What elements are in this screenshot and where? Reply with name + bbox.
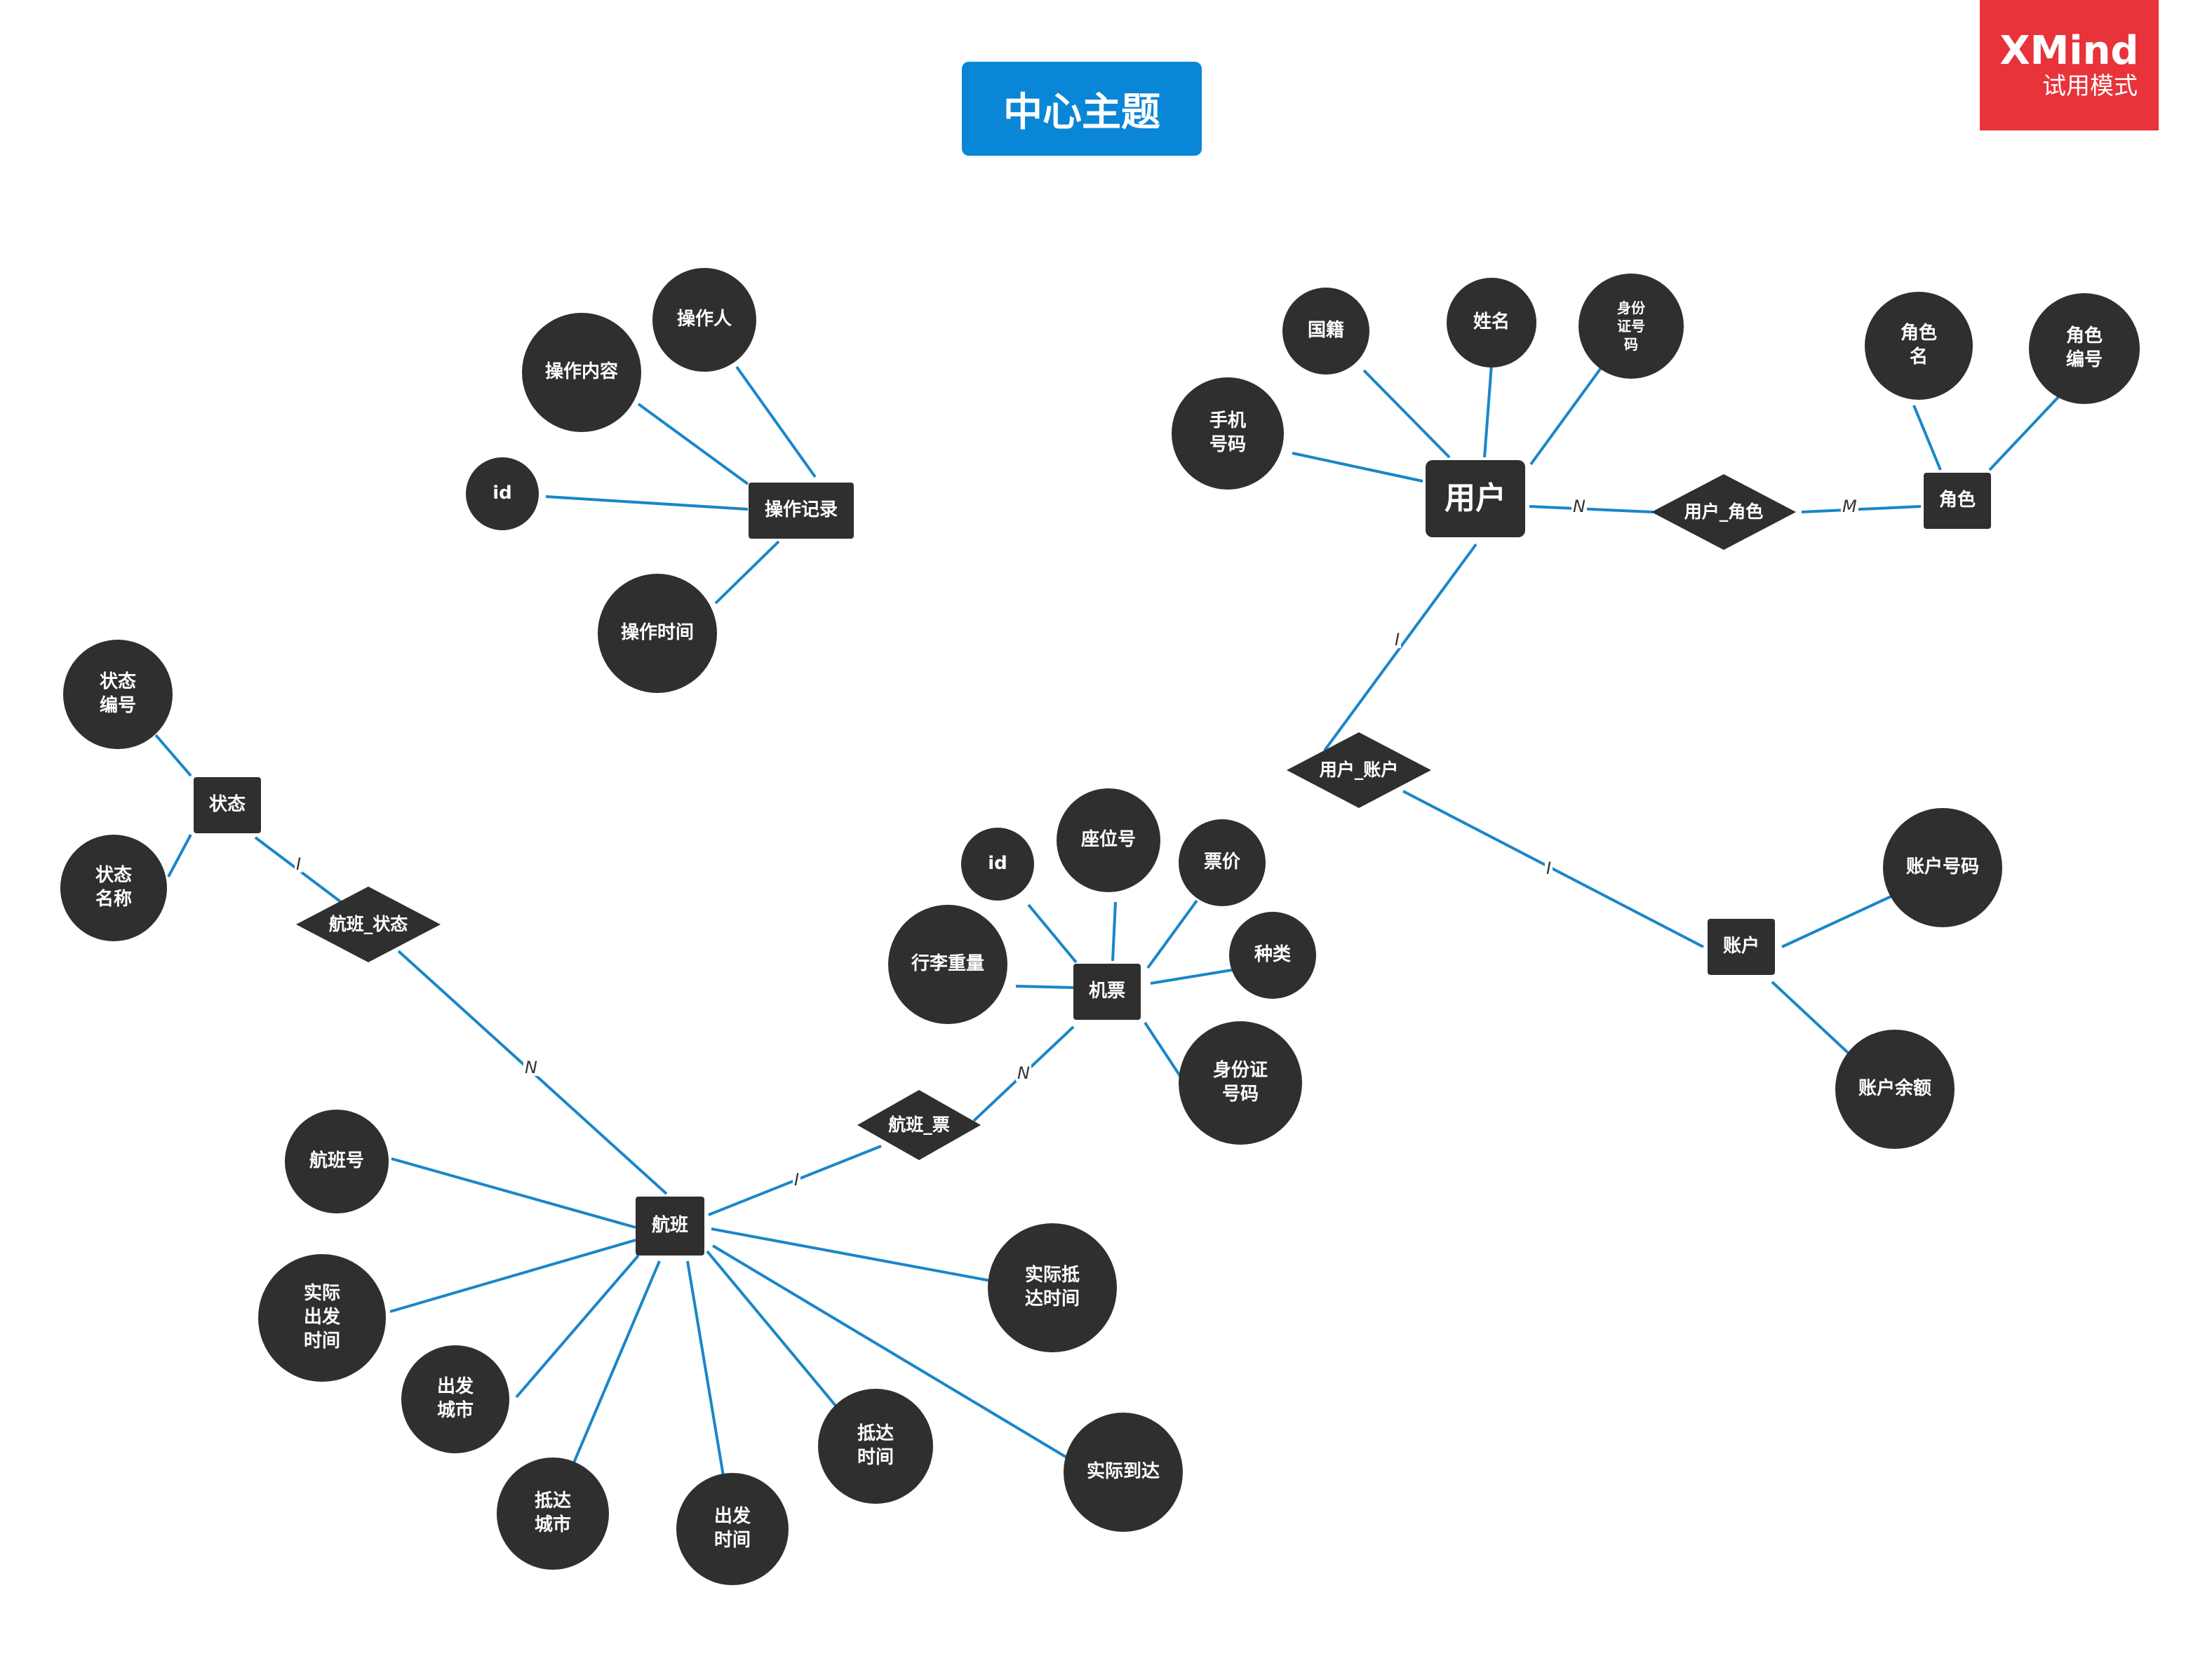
- connector-line: [515, 1254, 640, 1399]
- attribute-ticket-idcard[interactable]: 身份证 号码: [1179, 1021, 1302, 1145]
- attribute-user-nationality[interactable]: 国籍: [1282, 288, 1369, 375]
- attribute-flight-arrive-city[interactable]: 抵达 城市: [497, 1458, 609, 1570]
- watermark-brand: XMind: [1999, 27, 2139, 74]
- xmind-trial-watermark: XMind 试用模式: [1980, 0, 2159, 130]
- connector-line: [571, 1260, 661, 1467]
- connector-line: [1801, 505, 1922, 513]
- connector-line: [1027, 903, 1078, 964]
- watermark-mode: 试用模式: [2042, 72, 2138, 101]
- entity-operation-record[interactable]: 操作记录: [749, 483, 854, 539]
- connector-line: [1781, 894, 1895, 948]
- cardinality-label: M: [1841, 497, 1858, 516]
- connector-line: [1483, 364, 1493, 458]
- connector-line: [1150, 968, 1237, 985]
- relationship-flight-ticket[interactable]: 航班_票: [857, 1090, 981, 1160]
- attribute-ticket-price[interactable]: 票价: [1179, 819, 1266, 906]
- entity-ticket[interactable]: 机票: [1073, 964, 1141, 1020]
- attribute-flight-no[interactable]: 航班号: [285, 1110, 389, 1213]
- relationship-flight-status[interactable]: 航班_状态: [296, 887, 441, 962]
- central-topic[interactable]: 中心主题: [962, 62, 1202, 156]
- entity-user[interactable]: 用户: [1426, 460, 1525, 537]
- connector-line: [637, 403, 749, 485]
- connector-line: [1529, 505, 1654, 513]
- attribute-op-time[interactable]: 操作时间: [598, 574, 717, 693]
- entity-role[interactable]: 角色: [1924, 473, 1991, 529]
- attribute-flight-depart-city[interactable]: 出发 城市: [401, 1345, 509, 1453]
- attribute-account-no[interactable]: 账户号码: [1883, 808, 2002, 927]
- attribute-op-content[interactable]: 操作内容: [522, 313, 641, 432]
- attribute-ticket-luggage[interactable]: 行李重量: [888, 905, 1007, 1024]
- cardinality-label: I: [1545, 859, 1553, 878]
- attribute-status-name[interactable]: 状态 名称: [60, 835, 167, 941]
- relationship-user-account[interactable]: 用户_账户: [1287, 732, 1431, 808]
- attribute-ticket-seat[interactable]: 座位号: [1057, 788, 1160, 892]
- connector-line: [389, 1239, 636, 1313]
- entity-account[interactable]: 账户: [1708, 919, 1775, 975]
- connector-line: [1362, 369, 1451, 459]
- connector-line: [711, 1227, 991, 1282]
- connector-line: [711, 1244, 1071, 1460]
- connector-line: [1912, 405, 1942, 471]
- connector-line: [1292, 452, 1423, 483]
- entity-status[interactable]: 状态: [194, 777, 261, 833]
- attribute-op-id[interactable]: id: [466, 457, 539, 530]
- cardinality-label: N: [1571, 497, 1587, 516]
- connector-line: [706, 1250, 840, 1411]
- connector-line: [1146, 899, 1198, 969]
- connector-line: [154, 734, 192, 777]
- connector-line: [686, 1260, 725, 1481]
- attribute-account-balance[interactable]: 账户余额: [1835, 1030, 1955, 1149]
- connector-line: [545, 495, 749, 511]
- cardinality-label: I: [295, 854, 303, 874]
- connector-line: [1402, 790, 1704, 948]
- attribute-role-id[interactable]: 角色 编号: [2029, 293, 2140, 404]
- relationship-user-role[interactable]: 用户_角色: [1651, 474, 1796, 550]
- cardinality-label: N: [1016, 1063, 1031, 1083]
- attribute-flight-actual-depart[interactable]: 实际 出发 时间: [258, 1254, 386, 1382]
- connector-line: [1015, 985, 1074, 989]
- entity-flight[interactable]: 航班: [636, 1197, 704, 1256]
- cardinality-label: I: [793, 1170, 801, 1190]
- connector-line: [167, 834, 192, 877]
- connector-line: [1529, 365, 1604, 466]
- connector-line: [1988, 396, 2060, 471]
- attribute-flight-arrive-time[interactable]: 抵达 时间: [818, 1389, 933, 1504]
- attribute-user-name[interactable]: 姓名: [1447, 278, 1536, 368]
- cardinality-label: N: [523, 1058, 539, 1077]
- cardinality-label: I: [1393, 630, 1402, 649]
- connector-line: [1771, 981, 1858, 1062]
- attribute-status-id[interactable]: 状态 编号: [63, 640, 173, 749]
- connector-line: [735, 365, 817, 478]
- connector-line: [391, 1157, 636, 1229]
- attribute-ticket-id[interactable]: id: [961, 828, 1034, 901]
- attribute-user-idcard[interactable]: 身份 证号 码: [1578, 274, 1684, 379]
- connector-line: [714, 540, 780, 605]
- connector-line: [1144, 1021, 1184, 1082]
- attribute-op-operator[interactable]: 操作人: [652, 268, 756, 372]
- attribute-ticket-type[interactable]: 种类: [1229, 912, 1316, 999]
- attribute-flight-depart-time[interactable]: 出发 时间: [676, 1473, 789, 1585]
- attribute-role-name[interactable]: 角色 名: [1865, 292, 1973, 400]
- attribute-user-phone[interactable]: 手机 号码: [1172, 377, 1284, 490]
- attribute-flight-actual-arrival[interactable]: 实际到达: [1064, 1413, 1183, 1532]
- connector-line: [1111, 901, 1117, 962]
- attribute-flight-actual-arrival-time[interactable]: 实际抵 达时间: [988, 1223, 1117, 1352]
